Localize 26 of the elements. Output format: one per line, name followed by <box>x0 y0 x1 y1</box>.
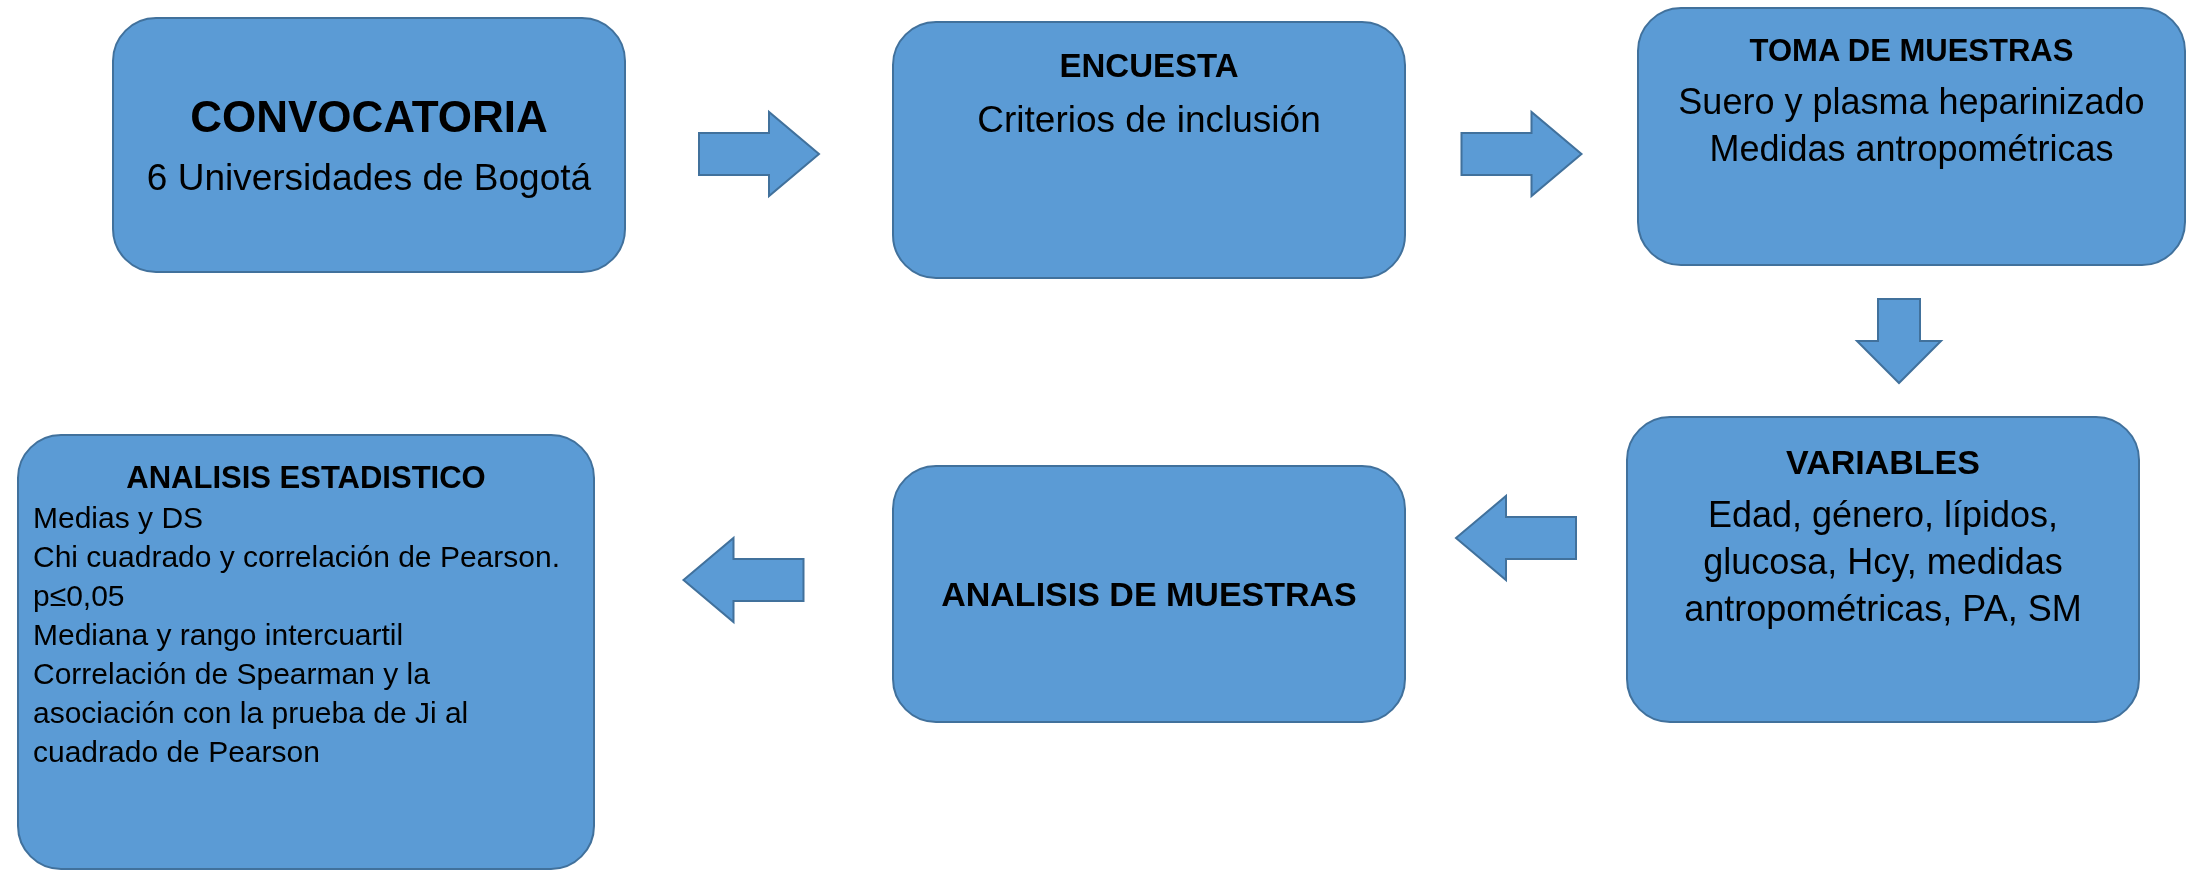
block-arrow <box>1460 109 1584 199</box>
block-arrow <box>1454 493 1577 583</box>
box-text: Correlación de Spearman y la asociación con la prueba de Ji al cuadrado de Pearson <box>33 656 470 771</box>
box-heading: VARIABLES <box>1785 442 1981 483</box>
process-box <box>17 434 595 870</box>
block-arrow <box>698 109 821 199</box>
process-box <box>892 465 1406 723</box>
box-text: Medias y DS <box>33 500 205 537</box>
box-heading: CONVOCATORIA <box>189 91 549 144</box>
block-arrow <box>681 535 805 625</box>
box-heading: ANALISIS ESTADISTICO <box>125 459 487 497</box>
box-text: Medidas antropométricas <box>1708 127 2115 172</box>
box-heading: TOMA DE MUESTRAS <box>1748 32 2075 70</box>
process-box <box>112 17 626 273</box>
process-box <box>1626 416 2140 723</box>
block-arrow <box>1854 298 1944 385</box>
box-text: 6 Universidades de Bogotá <box>145 155 593 200</box>
process-box <box>1637 7 2186 266</box>
process-box <box>892 21 1406 279</box>
box-text: Suero y plasma heparinizado <box>1677 80 2146 125</box>
box-text: Criterios de inclusión <box>976 97 1322 142</box>
box-text: Mediana y rango intercuartil <box>33 617 405 654</box>
box-heading: ANALISIS DE MUESTRAS <box>940 573 1358 615</box>
box-text: Edad, género, lípidos, glucosa, Hcy, medidas antropométricas, PA, SM <box>1683 493 2083 631</box>
box-text: Chi cuadrado y correlación de Pearson. p≤0,05 <box>33 539 561 615</box>
box-heading: ENCUESTA <box>1058 46 1240 86</box>
